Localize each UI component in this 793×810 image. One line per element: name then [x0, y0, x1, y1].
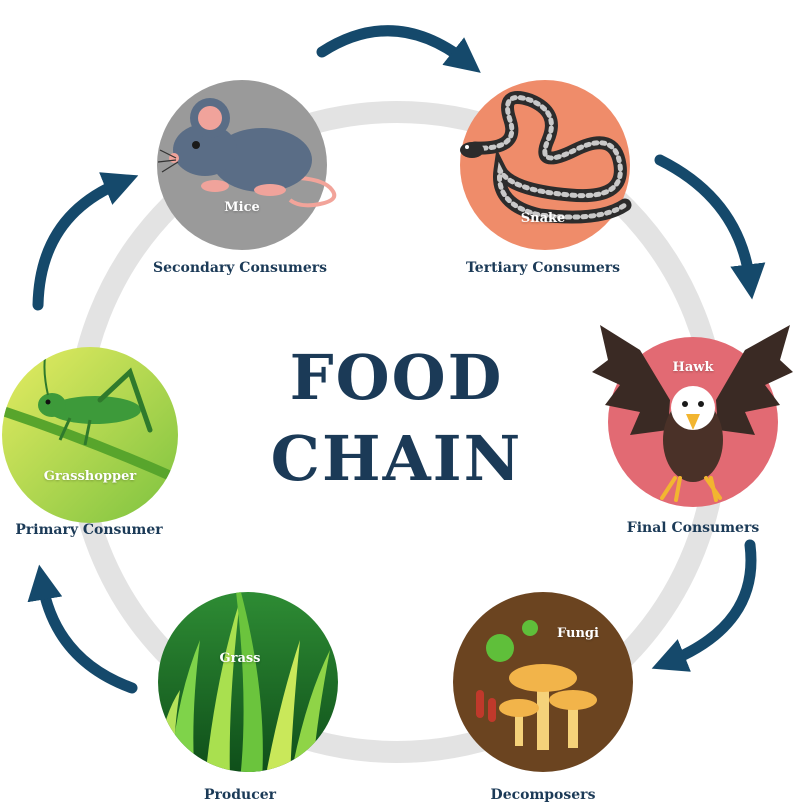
arrow-mice-to-snake — [322, 31, 467, 62]
hawk-caption: Final Consumers — [627, 520, 759, 536]
snake-inner-label: Snake — [521, 211, 566, 226]
snake-caption: Tertiary Consumers — [466, 260, 620, 276]
mice-inner-label: Mice — [224, 200, 260, 215]
grass-inner-label: Grass — [219, 651, 260, 666]
grasshopper-inner-label: Grasshopper — [44, 469, 136, 484]
grasshopper-caption: Primary Consumer — [15, 522, 162, 538]
fungi-inner-label: Fungi — [557, 626, 599, 641]
mice-caption: Secondary Consumers — [153, 260, 327, 276]
grass-caption: Producer — [204, 787, 276, 803]
fungi-caption: Decomposers — [491, 787, 596, 803]
hawk-inner-label: Hawk — [673, 360, 714, 375]
diagram-title-line1: FOOD — [0, 347, 793, 409]
node-mice — [157, 80, 334, 250]
node-fungi — [453, 592, 633, 772]
